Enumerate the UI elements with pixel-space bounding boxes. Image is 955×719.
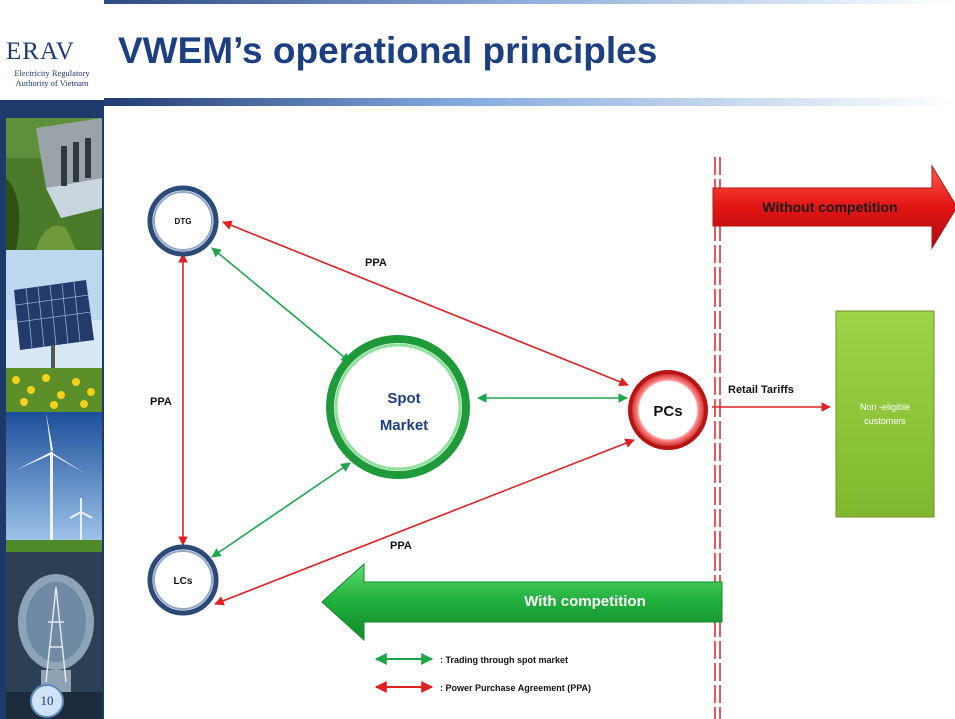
without-competition-label: Without competition	[762, 199, 897, 215]
lcs-label: LCs	[174, 576, 193, 587]
spot-market-label-line1: Spot	[387, 390, 420, 407]
logo-subtitle-line1: Electricity Regulatory	[14, 68, 90, 78]
legend-green-label: : Trading through spot market	[440, 655, 568, 665]
sidebar: ERAV Electricity Regulatory Authority of…	[0, 0, 104, 719]
ppa-label-bottom: PPA	[390, 540, 412, 552]
customers-label-line2: customers	[864, 416, 906, 426]
page-title: VWEM’s operational principles	[118, 30, 658, 71]
spot-edge-lcs	[211, 462, 351, 558]
ppa-edge-lcs-pcs	[214, 438, 635, 606]
logo-subtitle-line2: Authority of Vietnam	[15, 78, 89, 88]
top-rule	[104, 0, 955, 4]
spot-market-label-line2: Market	[380, 417, 428, 434]
ppa-label-top: PPA	[365, 257, 387, 269]
ppa-label-left: PPA	[150, 396, 172, 408]
retail-tariffs-label: Retail Tariffs	[728, 384, 794, 396]
legend-red-label: : Power Purchase Agreement (PPA)	[440, 683, 591, 693]
customers-label-line1: Non -eligible	[860, 402, 910, 412]
dtg-label: DTG	[175, 217, 192, 226]
page-number: 10	[30, 684, 64, 718]
logo-name: ERAV	[6, 38, 75, 65]
customers-box	[835, 310, 935, 518]
dam-photo	[6, 118, 102, 250]
pcs-label: PCs	[653, 403, 682, 420]
title-rule	[104, 98, 955, 106]
dtg-node	[147, 185, 219, 257]
with-competition-label: With competition	[524, 593, 646, 610]
spot-edge-dtg	[211, 247, 351, 363]
spot-market-node	[326, 335, 470, 479]
without-competition-arrow	[712, 164, 955, 250]
with-competition-arrow	[321, 562, 723, 642]
lcs-node	[147, 544, 219, 616]
solar-panel-photo	[6, 250, 102, 412]
erav-logo: ERAV Electricity Regulatory Authority of…	[0, 0, 104, 100]
logo-subtitle: Electricity Regulatory Authority of Viet…	[2, 68, 102, 88]
pcs-node	[628, 370, 708, 450]
wind-turbine-photo	[6, 412, 102, 552]
